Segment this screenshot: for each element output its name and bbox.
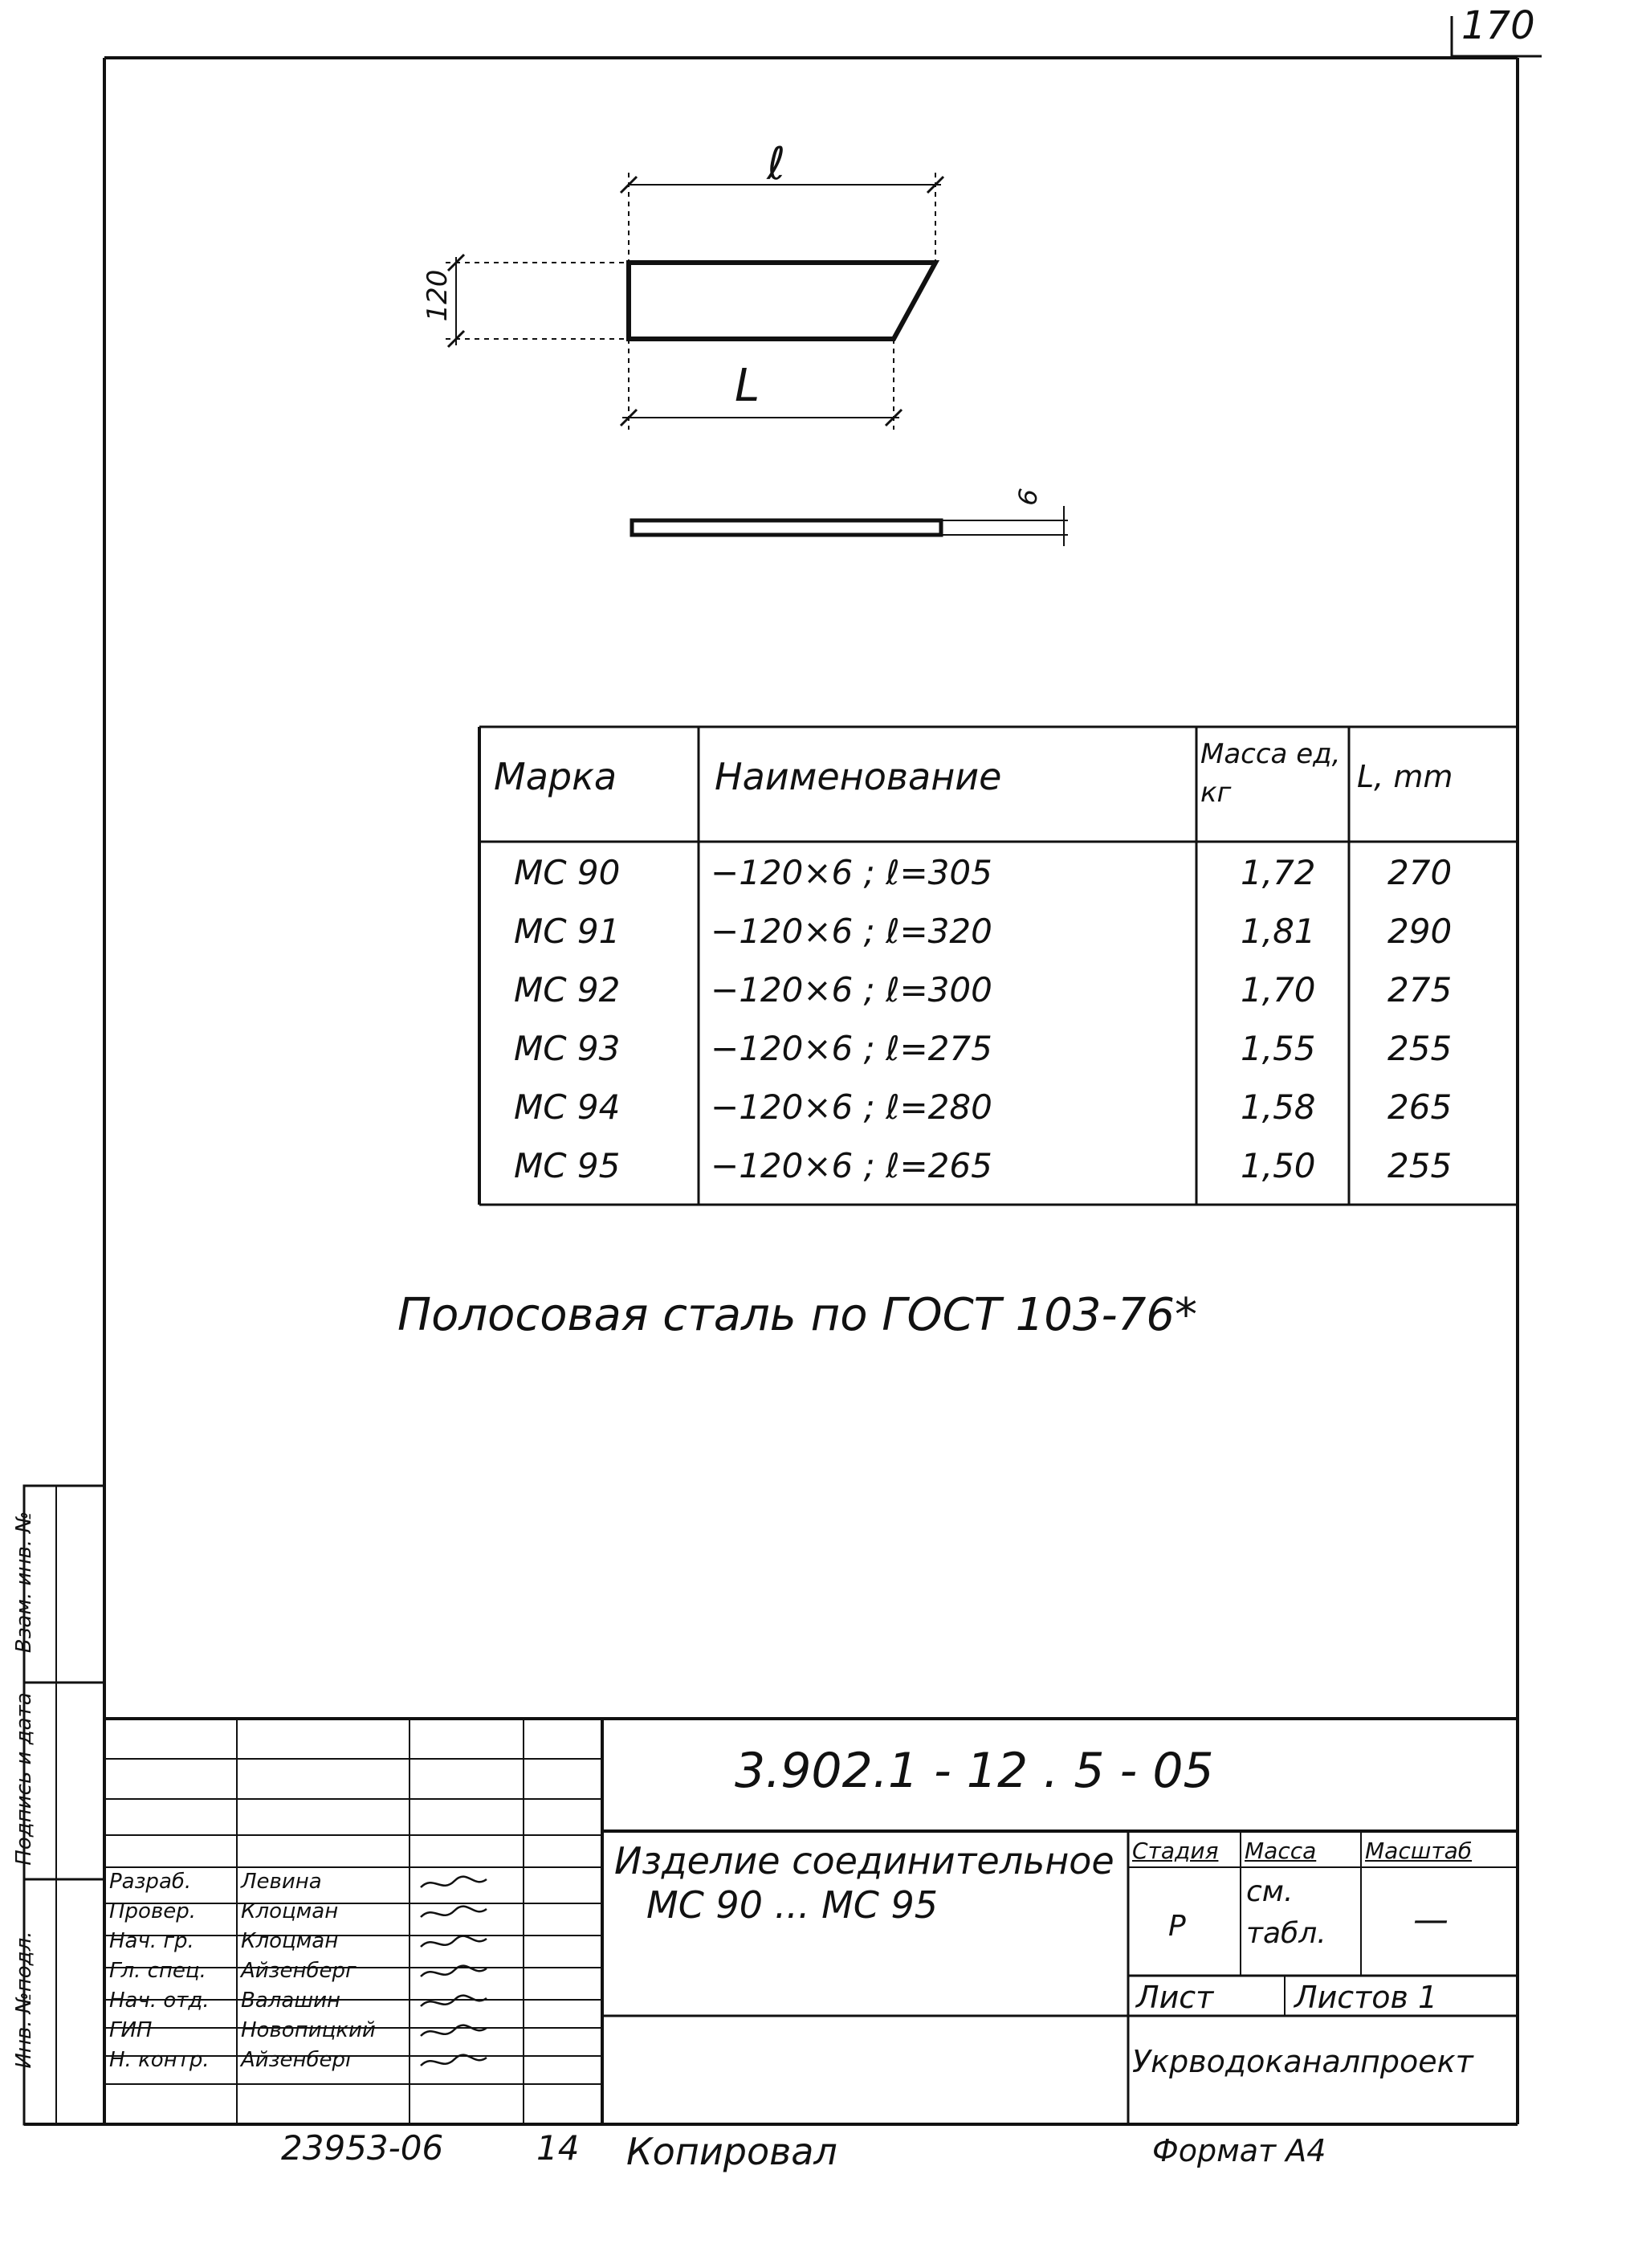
cell-mass: 1,55 <box>1241 1029 1316 1068</box>
side-stamp-inv-repl: Взам. инв. № <box>12 1511 36 1654</box>
header-mass: Масса ед, кг <box>1200 738 1341 809</box>
format-label: Формат А4 <box>1152 2133 1326 2168</box>
scale-label: Масштаб <box>1365 1838 1473 1864</box>
cell-name: −120×6 ; ℓ=320 <box>711 912 992 951</box>
side-stamp-inv-orig: Инв. №подл. <box>12 1931 36 2069</box>
role-label: Н. контр. <box>109 2048 210 2072</box>
signature-mark <box>418 1992 490 2013</box>
cell-mass: 1,50 <box>1241 1146 1316 1185</box>
dim-label-bottom: L <box>735 360 760 412</box>
cell-mark: MC 92 <box>514 970 621 1010</box>
sheets-count-label: Листов 1 <box>1294 1980 1438 2015</box>
cell-length: 255 <box>1387 1029 1453 1068</box>
role-label: Гл. спец. <box>109 1959 206 1983</box>
role-label: Провер. <box>109 1899 197 1923</box>
cell-name: −120×6 ; ℓ=265 <box>711 1146 992 1185</box>
header-name: Наименование <box>715 755 1002 798</box>
signature-mark <box>418 1932 490 1953</box>
cell-mass: 1,72 <box>1241 853 1316 892</box>
role-label: Нач. отд. <box>109 1989 210 2013</box>
role-label: Разраб. <box>109 1870 192 1894</box>
cell-name: −120×6 ; ℓ=280 <box>711 1087 992 1127</box>
role-label: Нач. гр. <box>109 1929 194 1953</box>
cell-mass: 1,70 <box>1241 970 1316 1010</box>
cell-mark: MC 91 <box>514 912 621 951</box>
footer-sheet-number: 14 <box>536 2128 580 2168</box>
cell-mass: 1,58 <box>1241 1087 1316 1127</box>
role-person: Валашин <box>241 1989 341 2013</box>
order-number: 23953-06 <box>281 2128 444 2168</box>
role-person: Айзенберг <box>241 1959 357 1983</box>
cell-length: 255 <box>1387 1146 1453 1185</box>
role-person: Новопицкий <box>241 2018 376 2042</box>
cell-name: −120×6 ; ℓ=275 <box>711 1029 992 1068</box>
sheet-label: Лист <box>1136 1980 1214 2015</box>
cell-mark: MC 95 <box>514 1146 621 1185</box>
cell-mark: MC 94 <box>514 1087 621 1127</box>
signature-mark <box>418 1962 490 1983</box>
title-line-1: Изделие соединительное <box>614 1839 1114 1883</box>
role-person: Клоцман <box>241 1929 339 1953</box>
signature-mark <box>418 1873 490 1894</box>
role-label: ГИП <box>109 2018 153 2042</box>
signature-mark <box>418 2021 490 2042</box>
cell-mark: MC 90 <box>514 853 621 892</box>
stage-label: Стадия <box>1132 1838 1219 1864</box>
cell-length: 265 <box>1387 1087 1453 1127</box>
material-note: Полосовая сталь по ГОСТ 103-76* <box>397 1289 1198 1341</box>
dim-label-height: 120 <box>422 269 454 322</box>
header-mark: Марка <box>494 755 617 798</box>
role-person: Клоцман <box>241 1899 339 1923</box>
document-code: 3.902.1 - 12 . 5 - 05 <box>735 1743 1214 1799</box>
cell-mark: MC 93 <box>514 1029 621 1068</box>
title-line-2: MC 90 ... MC 95 <box>646 1883 939 1927</box>
dim-label-top: ℓ <box>767 138 786 190</box>
sheet-number: 170 <box>1461 3 1535 48</box>
copied-label: Копировал <box>626 2130 837 2173</box>
mass-value: см. табл. <box>1246 1875 1326 1950</box>
cell-length: 275 <box>1387 970 1453 1010</box>
cell-length: 270 <box>1387 853 1453 892</box>
signature-mark <box>418 2051 490 2072</box>
organization-name: Укрводоканалпроект <box>1132 2044 1473 2079</box>
header-length: L, mm <box>1357 759 1453 794</box>
side-stamp-sign-date: Подпись и дата <box>12 1692 36 1866</box>
cell-name: −120×6 ; ℓ=300 <box>711 970 992 1010</box>
cell-length: 290 <box>1387 912 1453 951</box>
role-person: Левина <box>241 1870 322 1894</box>
scale-value: — <box>1413 1899 1449 1940</box>
cell-name: −120×6 ; ℓ=305 <box>711 853 992 892</box>
role-person: Айзенберг <box>241 2048 357 2072</box>
cell-mass: 1,81 <box>1241 912 1316 951</box>
signature-mark <box>418 1903 490 1923</box>
stage-value: Р <box>1168 1910 1186 1943</box>
mass-label: Масса <box>1245 1838 1317 1864</box>
